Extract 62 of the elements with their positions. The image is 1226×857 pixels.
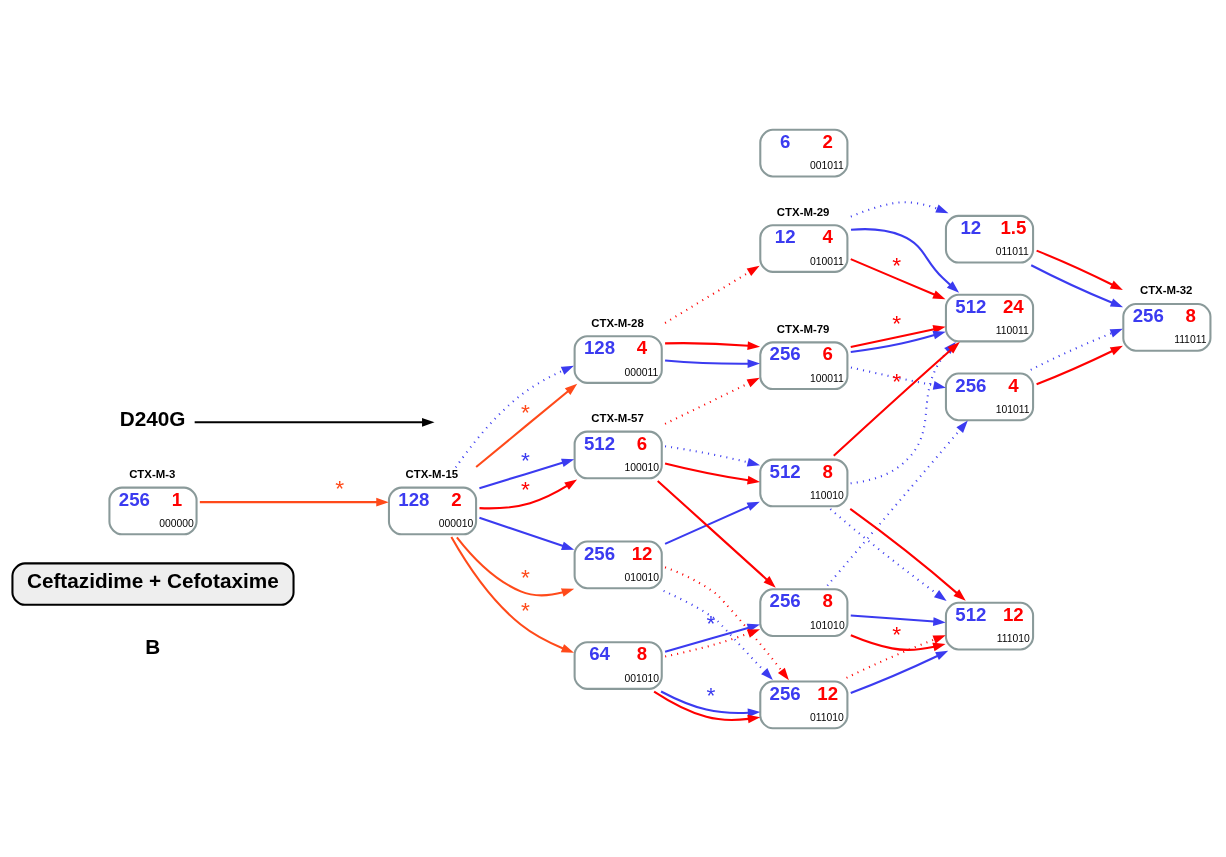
edge-label: *: [892, 620, 902, 647]
arrow: [826, 420, 968, 587]
arrow: [1036, 249, 1123, 291]
arrow: [664, 265, 760, 324]
arrow: [450, 536, 575, 653]
arrow: [653, 690, 761, 724]
edge-label: *: [520, 398, 530, 425]
label: B: [145, 634, 161, 658]
node-box: Ceftazidime + Cefotaxime: [11, 562, 295, 606]
edge-label: *: [892, 251, 902, 278]
arrow: [849, 508, 966, 601]
arrow: [850, 331, 946, 353]
node-label: CTX-M-32: [1139, 284, 1193, 297]
arrow: [829, 508, 947, 601]
arrow: [194, 417, 435, 427]
arrow: [663, 589, 773, 681]
edge-label: *: [335, 474, 345, 501]
arrow: [454, 365, 574, 468]
node-label: CTX-M-57: [591, 412, 644, 425]
edge-label: *: [706, 610, 716, 637]
arrow: [664, 445, 760, 467]
arrow: [664, 501, 760, 545]
arrow: [850, 366, 946, 390]
arrow: [479, 479, 578, 510]
arrow: [664, 462, 760, 485]
arrow: [1036, 345, 1123, 386]
arrow: [664, 629, 761, 658]
arrow: [850, 614, 946, 626]
arrow: [475, 383, 578, 468]
arrow: [850, 228, 960, 293]
arrow: [850, 325, 946, 349]
arrow: [479, 458, 575, 490]
node-label: CTX-M-29: [776, 205, 830, 218]
arrow: [1030, 264, 1124, 308]
edge-label: *: [892, 309, 902, 336]
arrow: [479, 516, 575, 550]
arrow: [850, 634, 946, 652]
arrow: [665, 359, 761, 369]
node-label: CTX-M-79: [776, 322, 830, 335]
arrow: [664, 566, 789, 681]
arrow: [657, 480, 776, 588]
node-label: CTX-M-28: [591, 316, 644, 329]
arrow: [1030, 328, 1123, 371]
arrow: [199, 497, 389, 507]
node-label: CTX-M-3: [129, 468, 176, 481]
edge-label: *: [520, 563, 530, 590]
arrow: [846, 635, 946, 679]
edge-label: *: [520, 475, 530, 502]
arrow: [850, 650, 949, 694]
edge-label: *: [520, 446, 530, 473]
edge-label: *: [706, 681, 716, 708]
edge-label: *: [892, 367, 902, 394]
arrow: [664, 377, 760, 425]
arrow: [665, 341, 760, 351]
arrow: [664, 623, 760, 653]
node-label: CTX-M-15: [405, 468, 459, 481]
arrow: [850, 258, 946, 300]
arrow: [850, 201, 949, 218]
arrow: [456, 536, 575, 597]
arrow: [660, 690, 761, 718]
edge-label: *: [520, 596, 530, 623]
node-text: D240G: [119, 407, 186, 431]
